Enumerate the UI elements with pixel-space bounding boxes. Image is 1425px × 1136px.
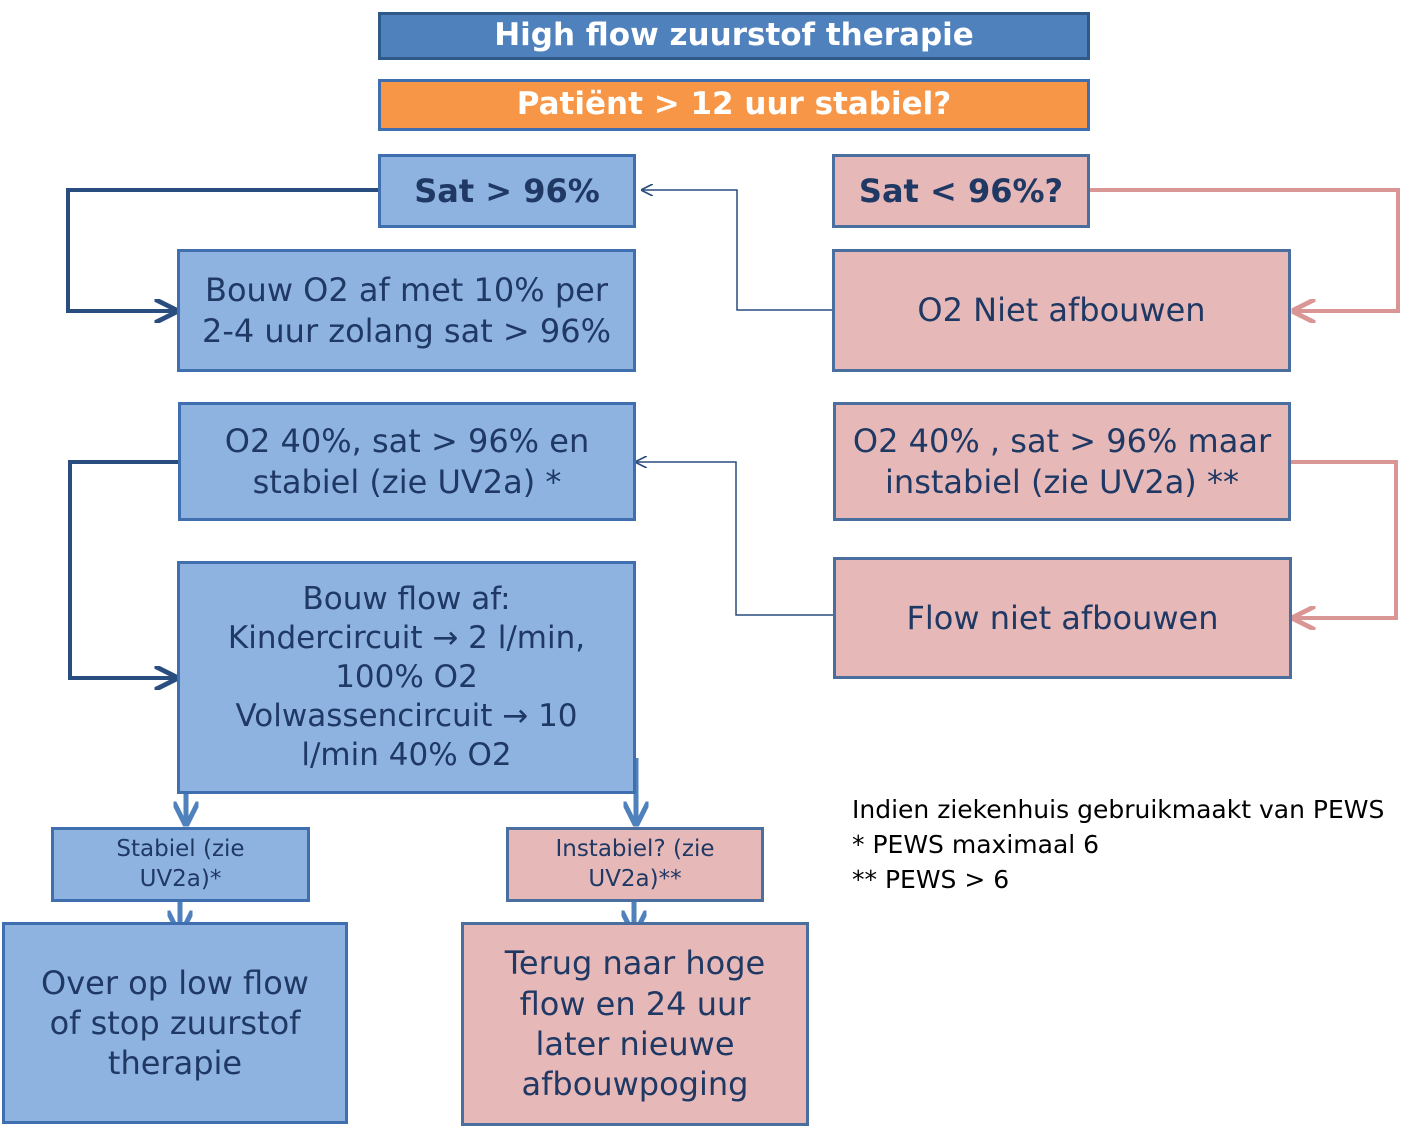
arrow-o2-stable-to-wean-flow bbox=[68, 460, 180, 678]
pews-notes: Indien ziekenhuis gebruikmaakt van PEWS … bbox=[852, 792, 1384, 897]
pews-note-line: Indien ziekenhuis gebruikmaakt van PEWS bbox=[852, 795, 1385, 824]
arrow-sat-low-to-no-wean-o2 bbox=[1089, 188, 1400, 311]
wean-flow-line: Bouw flow af: bbox=[302, 580, 511, 617]
diagram-title: High flow zuurstof therapie bbox=[378, 12, 1090, 60]
unstable-box: Instabiel? (zie UV2a)** bbox=[506, 827, 764, 902]
stability-question: Patiënt > 12 uur stabiel? bbox=[378, 79, 1090, 131]
unstable-line: UV2a)** bbox=[588, 865, 682, 892]
no-wean-o2-box: O2 Niet afbouwen bbox=[832, 249, 1291, 372]
arrow-sat-high-to-wean-o2 bbox=[66, 188, 380, 311]
sat-high-box: Sat > 96% bbox=[378, 154, 636, 228]
wean-o2-line: Bouw O2 af met 10% per bbox=[205, 271, 608, 310]
unstable-line: Instabiel? (zie bbox=[555, 835, 715, 862]
arrow-o2-unstable-to-no-wean-flow bbox=[1290, 460, 1398, 618]
wean-o2-box: Bouw O2 af met 10% per 2-4 uur zolang sa… bbox=[177, 249, 636, 372]
o2-unstable-line: instabiel (zie UV2a) ** bbox=[885, 462, 1239, 501]
pews-note-line: ** PEWS > 6 bbox=[852, 865, 1010, 894]
sat-high-text: Sat > 96% bbox=[414, 171, 600, 210]
low-flow-line: of stop zuurstof bbox=[49, 1003, 301, 1042]
stable-line: UV2a)* bbox=[139, 865, 222, 892]
sat-low-text: Sat < 96%? bbox=[858, 171, 1064, 210]
back-high-line: later nieuwe bbox=[535, 1025, 735, 1063]
pews-note-line: * PEWS maximaal 6 bbox=[852, 830, 1100, 859]
low-flow-line: therapie bbox=[107, 1044, 243, 1083]
wean-flow-line: 100% O2 bbox=[335, 658, 478, 695]
back-high-line: afbouwpoging bbox=[521, 1065, 749, 1104]
wean-o2-line: 2-4 uur zolang sat > 96% bbox=[201, 311, 612, 350]
no-wean-flow-text: Flow niet afbouwen bbox=[906, 598, 1219, 637]
wean-flow-line: Volwassencircuit → 10 bbox=[235, 698, 578, 735]
stable-box: Stabiel (zie UV2a)* bbox=[51, 827, 310, 902]
no-wean-o2-text: O2 Niet afbouwen bbox=[917, 291, 1206, 330]
sat-low-box: Sat < 96%? bbox=[832, 154, 1090, 228]
back-high-flow-box: Terug naar hoge flow en 24 uur later nie… bbox=[461, 922, 809, 1126]
o2-stable-box: O2 40%, sat > 96% en stabiel (zie UV2a) … bbox=[178, 402, 636, 521]
o2-unstable-box: O2 40% , sat > 96% maar instabiel (zie U… bbox=[833, 402, 1291, 521]
wean-flow-line: l/min 40% O2 bbox=[301, 737, 512, 774]
no-wean-flow-box: Flow niet afbouwen bbox=[833, 557, 1292, 679]
o2-unstable-line: O2 40% , sat > 96% maar bbox=[852, 422, 1272, 461]
o2-stable-line: O2 40%, sat > 96% en bbox=[224, 422, 590, 461]
o2-stable-line: stabiel (zie UV2a) * bbox=[252, 462, 562, 501]
wean-flow-box: Bouw flow af: Kindercircuit → 2 l/min, 1… bbox=[177, 561, 636, 794]
stable-line: Stabiel (zie bbox=[116, 835, 245, 862]
low-flow-box: Over op low flow of stop zuurstof therap… bbox=[2, 922, 348, 1124]
back-high-line: Terug naar hoge bbox=[504, 944, 766, 983]
back-high-line: flow en 24 uur bbox=[519, 984, 751, 1023]
diagram-title-text: High flow zuurstof therapie bbox=[494, 17, 974, 54]
arrow-no-wean-o2-to-sat-high bbox=[642, 190, 834, 311]
low-flow-line: Over op low flow bbox=[41, 963, 309, 1002]
stability-question-text: Patiënt > 12 uur stabiel? bbox=[516, 86, 952, 123]
arrow-no-wean-flow-to-o2-stable bbox=[636, 462, 836, 616]
wean-flow-line: Kindercircuit → 2 l/min, bbox=[227, 619, 586, 656]
